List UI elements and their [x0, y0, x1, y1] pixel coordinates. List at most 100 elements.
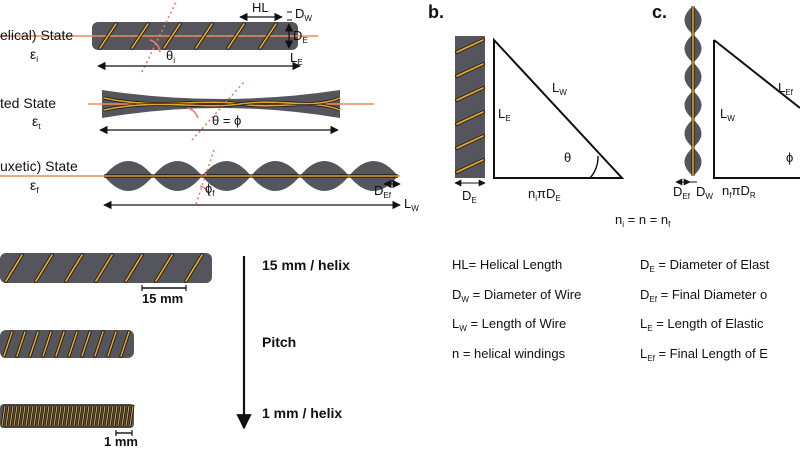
pitch-top-label: 15 mm / helix [262, 257, 350, 273]
legend-item-lw: LW = Length of Wire [452, 316, 567, 333]
wire-segment [99, 23, 117, 49]
wire-segment [89, 405, 94, 427]
wire-segment [107, 331, 117, 357]
wire-segment [456, 87, 484, 101]
wire-segment [95, 254, 113, 282]
panel-b-letter: b. [428, 2, 444, 22]
panel-c-base-label: nfπDR [722, 183, 756, 200]
wire-segment [163, 23, 181, 49]
panel-c-letter: c. [652, 2, 668, 22]
panel-c-lw-label: LW [720, 106, 735, 123]
panel-c-triangle [713, 39, 800, 179]
wire-segment [41, 405, 46, 427]
scale-1mm-label: 1 mm [104, 434, 138, 449]
wire-pitch-15mm [4, 253, 204, 283]
wire-segment [456, 135, 484, 149]
panel-c-dw-label: DW [696, 184, 713, 201]
wire-segment [81, 405, 86, 427]
pitch-bottom-label: 1 mm / helix [262, 405, 343, 421]
wire-segment [109, 405, 114, 427]
wire-segment [101, 405, 106, 427]
auxetic-state-label: uxetic) State [0, 158, 78, 174]
panel-b-rod [455, 36, 485, 178]
panel-b-theta-label: θ [564, 150, 572, 165]
wire-segment [17, 405, 22, 427]
wire-segment [81, 331, 91, 357]
twisted-wire-b-core [103, 97, 341, 111]
wire-segment [49, 405, 54, 427]
wire-segment [53, 405, 58, 427]
wire-segment [55, 331, 65, 357]
auxetic-phi-arc [199, 185, 211, 197]
n-relation: ni = n = nf [615, 212, 671, 229]
wire-segment [21, 405, 26, 427]
twisted-state-label: ted State [0, 95, 57, 111]
wire-segment [42, 331, 52, 357]
legend-item-n: n = helical windings [452, 346, 566, 361]
legend-item-lef: LEf = Final Length of E [640, 346, 768, 363]
wire-segment [131, 23, 149, 49]
panel-c-def-label: DEf [673, 184, 690, 201]
wire-segment [195, 23, 213, 49]
wire-segment [61, 405, 66, 427]
wire-segment [129, 405, 134, 427]
wire-segment [45, 405, 50, 427]
wire-segment [121, 405, 126, 427]
wire-segment [93, 405, 98, 427]
wire-segment [5, 254, 23, 282]
panel-b-triangle [493, 37, 625, 179]
wire-segment [456, 111, 484, 125]
wire-segment [1, 405, 6, 427]
wire-segment [9, 405, 14, 427]
legend-item-hl: HL= Helical Length [452, 257, 563, 272]
wire-segment [16, 331, 26, 357]
wire-segment [73, 405, 78, 427]
wire-segment [33, 405, 38, 427]
helical-state-label: elical) State [0, 27, 74, 43]
wire-segment [113, 405, 118, 427]
wire-segment [13, 405, 18, 427]
wire-segment [155, 254, 173, 282]
wire-segment [69, 405, 74, 427]
legend-item-def: DEf = Final Diameter o [640, 287, 768, 304]
helical-strain-label: εi [30, 46, 39, 65]
theta-i-label: θi [166, 48, 176, 65]
hl-label: HL [252, 0, 269, 15]
panel-c-lef-label: LEf [778, 80, 793, 97]
wire-pitch-1mm [0, 404, 135, 428]
panel-b-lw-label: LW [552, 80, 567, 97]
wire-segment [29, 331, 39, 357]
legend-item-dw: DW = Diameter of Wire [452, 287, 582, 304]
legend-item-de: DE = Diameter of Elast [640, 257, 770, 274]
wire-segment [68, 331, 78, 357]
dw-label: DW [295, 6, 312, 23]
wire-segment [259, 23, 277, 49]
panel-b-de-label: DE [462, 188, 477, 205]
wire-segment [65, 405, 70, 427]
twisted-theta-ray [191, 81, 245, 141]
wire-segment [37, 405, 42, 427]
panel-b-le-label: LE [498, 106, 511, 123]
pitch-mid-label: Pitch [262, 334, 297, 350]
le-label: LE [290, 50, 303, 67]
wire-segment [125, 405, 130, 427]
de-label: DE [293, 28, 308, 45]
helical-theta-arc [149, 39, 161, 53]
wire-segment [105, 405, 110, 427]
wire-segment [3, 331, 13, 357]
helical-wire [98, 22, 278, 50]
auxetic-strain-label: εf [30, 177, 39, 196]
panel-b-wire [455, 38, 485, 174]
rod-pitch-15mm [0, 253, 212, 283]
wire-segment [227, 23, 245, 49]
wire-segment [35, 254, 53, 282]
wire-segment [456, 63, 484, 77]
panel-b-base-label: niπDE [528, 186, 561, 203]
panel-c-phi-label: ϕ [786, 150, 794, 165]
wire-segment [25, 405, 30, 427]
wire-segment [117, 405, 122, 427]
phi-f-label: ϕf [205, 181, 215, 198]
scale-15mm-label: 15 mm [142, 291, 184, 306]
